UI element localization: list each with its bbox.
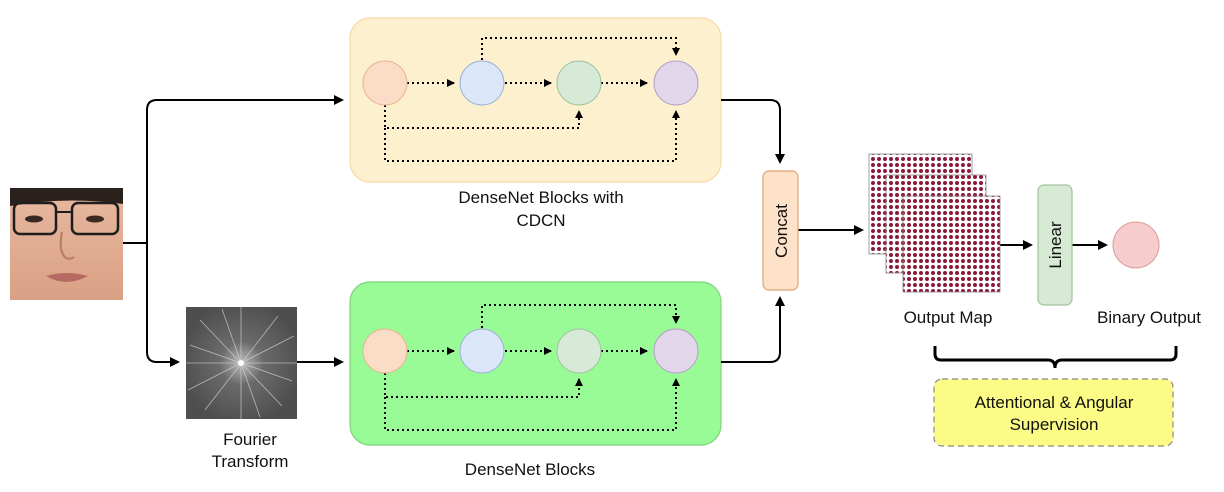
top-node-2: [459, 60, 505, 106]
bottom-node-1: [362, 328, 408, 374]
linear-label: Linear: [1046, 221, 1065, 269]
fourier-label-line2: Transform: [212, 452, 289, 471]
top-block-label-line2: CDCN: [516, 211, 565, 230]
top-node-4: [653, 60, 699, 106]
bottom-block-label: DenseNet Blocks: [465, 460, 595, 479]
binary-output-label: Binary Output: [1097, 308, 1201, 327]
bottom-node-3: [556, 328, 602, 374]
supervision-label-line2: Supervision: [1010, 415, 1099, 434]
binary-output-node: [1112, 221, 1160, 269]
concat-label: Concat: [772, 204, 791, 258]
linear-block: [1037, 184, 1073, 306]
supervision-brace: [933, 346, 1178, 369]
supervision-label-line1: Attentional & Angular: [975, 393, 1134, 412]
output-map-stack: [868, 153, 1001, 293]
input-face-image: [10, 188, 123, 300]
top-node-3: [556, 60, 602, 106]
fourier-spectrum-image: [186, 307, 297, 419]
top-node-1: [362, 60, 408, 106]
flow-connectors: [123, 95, 1108, 367]
top-block-label-line1: DenseNet Blocks with: [458, 188, 623, 207]
output-map-label: Output Map: [904, 308, 993, 327]
bottom-node-2: [459, 328, 505, 374]
densenet-block: [349, 281, 722, 446]
supervision-box: [933, 378, 1174, 447]
concat-block: [762, 170, 799, 291]
bottom-node-4: [653, 328, 699, 374]
fourier-label-line1: Fourier: [223, 430, 277, 449]
